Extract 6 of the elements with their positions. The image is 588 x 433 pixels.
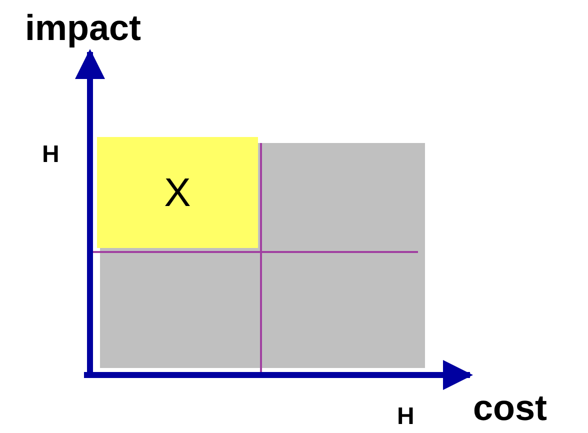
axis-title: impact [25, 10, 142, 46]
axis-title: cost [473, 390, 548, 426]
quadrant-label: X [164, 172, 191, 212]
axis-tick-label: H [42, 143, 60, 167]
axis-tick-label: H [397, 405, 414, 429]
quadrant-box [97, 137, 258, 248]
